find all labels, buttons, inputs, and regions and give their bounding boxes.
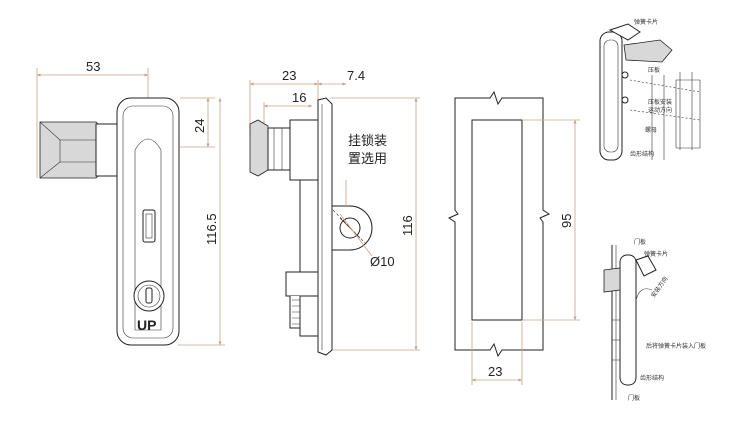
top-label-plate-move-2: 运动方向 [648,106,672,114]
top-label-gear: 齿形结构 [630,150,654,158]
padlock-note-line2: 置选用 [348,152,387,167]
install-top-illustration: 弹簧卡片 压板 压板安装 运动方向 螺母 齿形结构 [599,18,701,161]
brand-mark: UP [137,317,156,333]
bottom-label-door: 门板 [634,238,646,246]
front-dim-top: 24 [192,119,207,133]
top-label-plate: 压板 [648,66,660,74]
bottom-label-mount-note: 后将弹簧卡片装入门板 [646,342,706,350]
install-bottom-illustration: 门板 弹簧卡片 安装方向 后将弹簧卡片装入门板 齿形结构 门板 [603,238,706,402]
bottom-label-spring-clip: 弹簧卡片 [644,250,668,258]
side-dim-flange: 7.4 [347,68,365,83]
padlock-note-line1: 挂锁装 [348,133,387,149]
bottom-label-door-bottom: 门板 [628,394,640,402]
side-view: 23 7.4 16 116 Ø10 挂锁装 [249,68,420,356]
side-dim-depth: 23 [282,68,296,83]
bottom-label-gear: 齿形结构 [640,374,664,382]
front-dim-height: 116.5 [204,213,219,245]
cutout-dim-width: 23 [488,364,502,379]
top-label-spring-clip: 弹簧卡片 [634,18,658,26]
side-dim-handle: 16 [292,90,306,105]
top-label-plate-move-1: 压板安装 [648,98,672,106]
front-view: 53 24 116.5 UP [36,59,225,346]
cutout-dim-height: 95 [559,214,574,228]
side-dim-hole: Ø10 [370,254,395,269]
front-dim-width: 53 [86,59,100,74]
bottom-label-install-dir: 安装方向 [649,275,669,299]
cutout-view: 95 23 [447,90,580,385]
side-dim-height: 116 [400,215,415,236]
top-label-nut: 螺母 [645,126,657,134]
